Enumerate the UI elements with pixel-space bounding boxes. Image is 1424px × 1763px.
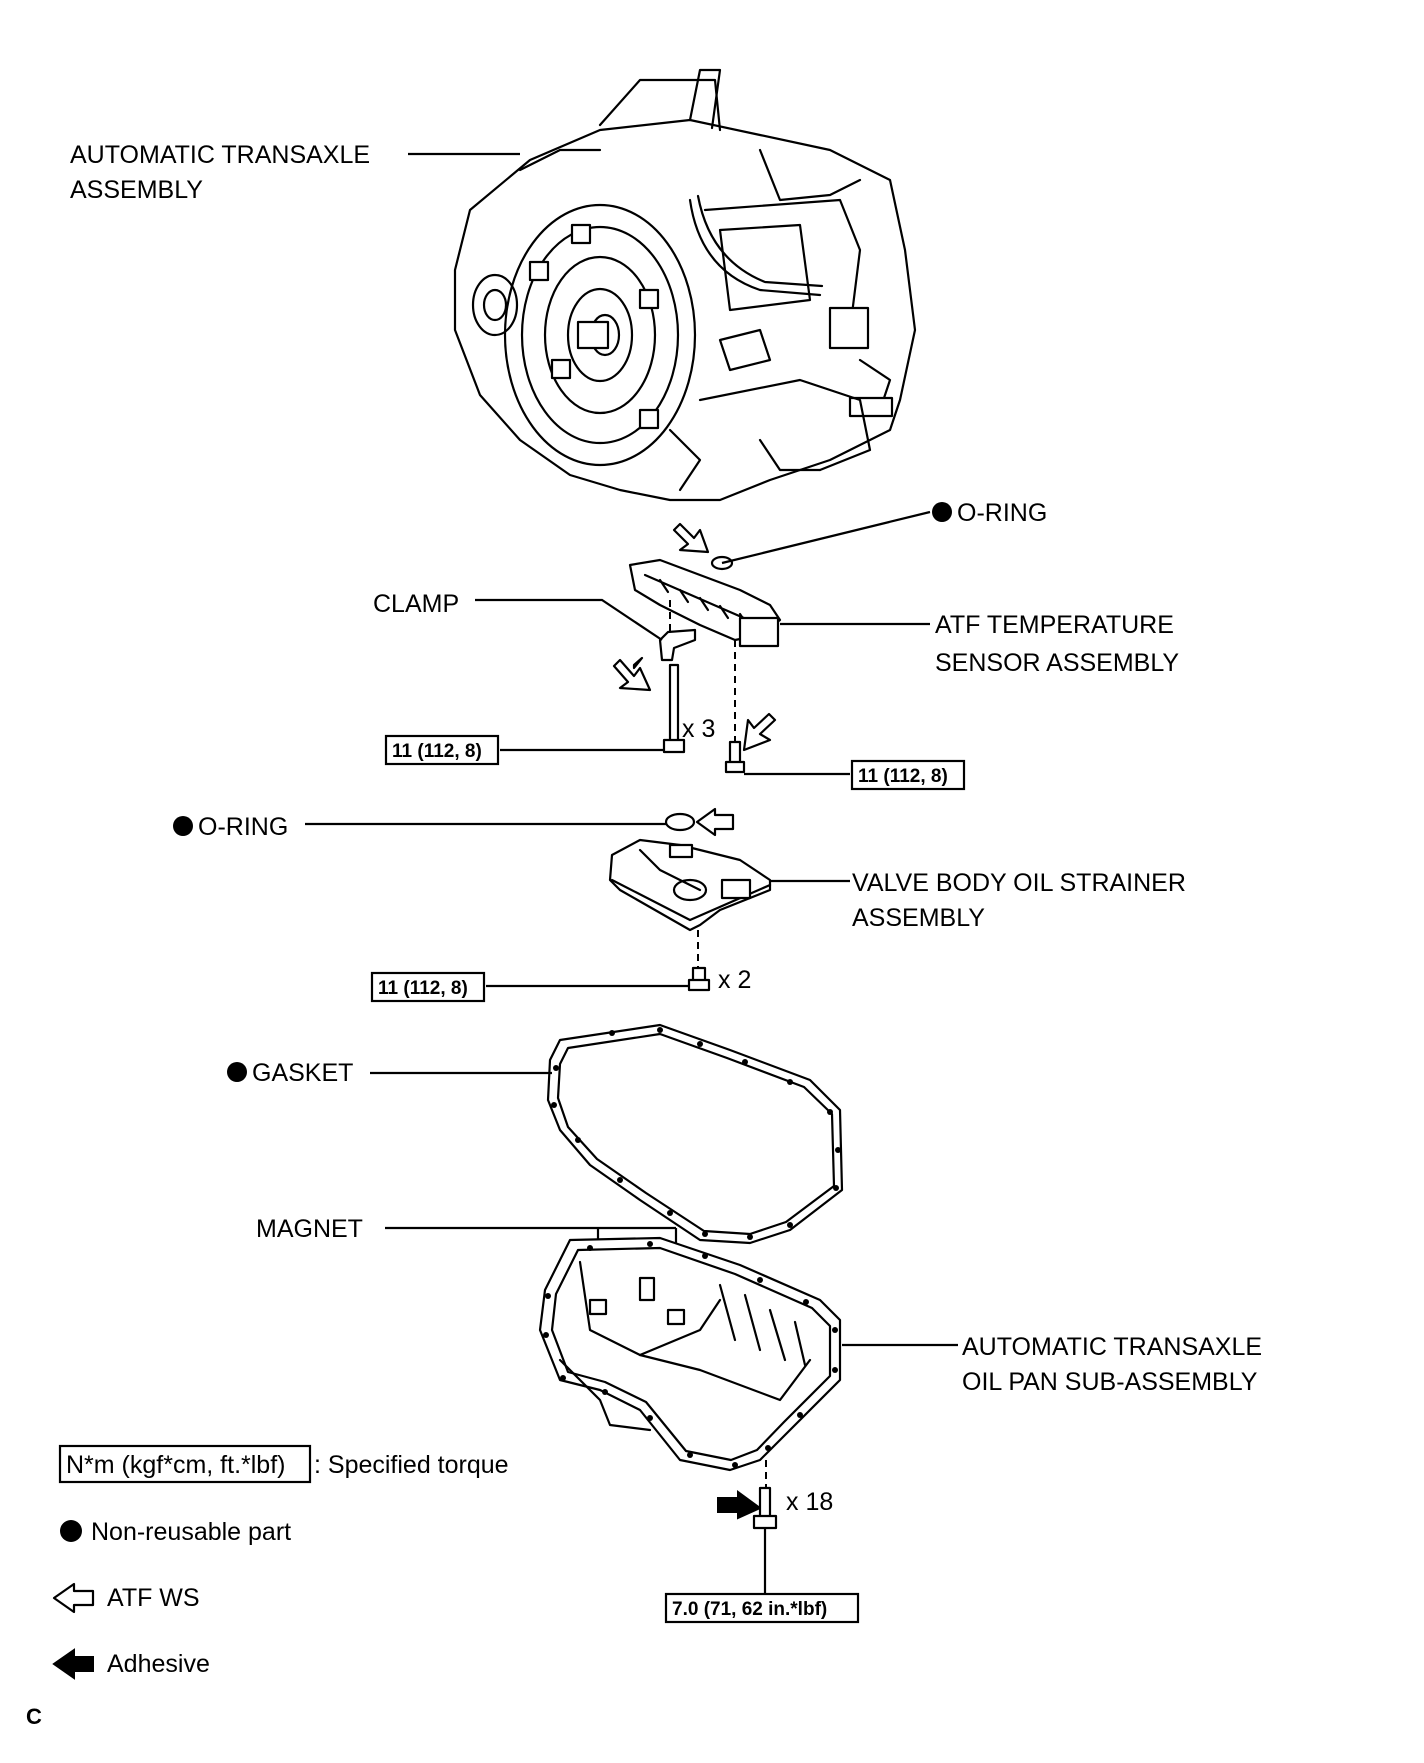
atf-sensor-label-1: ATF TEMPERATURE: [935, 611, 1174, 639]
transaxle-label-2: ASSEMBLY: [70, 176, 203, 204]
atf-ws-icon: [52, 1582, 95, 1614]
non-reusable-icon: [60, 1520, 82, 1542]
qty-x18: x 18: [786, 1488, 833, 1516]
atf-ws-arrow-icon: [612, 658, 652, 692]
torque-sensor-bolt-left: 11 (112, 8): [392, 741, 482, 762]
legend: N*m (kgf*cm, ft.*lbf) : Specified torque…: [52, 1444, 509, 1680]
torque-sensor-bolt-right: 11 (112, 8): [858, 766, 948, 787]
torque-strainer-bolt: 11 (112, 8): [378, 978, 468, 999]
strainer-label-2: ASSEMBLY: [852, 904, 985, 932]
magnet-label: MAGNET: [256, 1215, 363, 1243]
gasket-label: GASKET: [252, 1059, 353, 1087]
o-ring-mid-label: O-RING: [198, 813, 288, 841]
legend-atf-ws: ATF WS: [107, 1584, 200, 1612]
atf-ws-arrow-icon: [695, 807, 735, 837]
adhesive-icon: [52, 1648, 94, 1680]
qty-x3: x 3: [682, 715, 715, 743]
strainer-bolt-x2: x 2 11 (112, 8): [370, 966, 751, 1003]
oil-pan-label-1: AUTOMATIC TRANSAXLE: [962, 1333, 1262, 1361]
o-ring-mid: O-RING: [173, 807, 735, 841]
corner-code: C: [26, 1704, 42, 1729]
legend-torque-unit: N*m (kgf*cm, ft.*lbf): [66, 1451, 285, 1479]
legend-non-reusable: Non-reusable part: [91, 1518, 291, 1546]
sensor-bolt-x3: x 3 11 (112, 8): [384, 656, 715, 766]
transaxle-label-1: AUTOMATIC TRANSAXLE: [70, 141, 370, 169]
qty-x2: x 2: [718, 966, 751, 994]
o-ring-top-label: O-RING: [957, 499, 1047, 527]
atf-temperature-sensor-assembly: ATF TEMPERATURE SENSOR ASSEMBLY: [628, 558, 1179, 770]
atf-ws-arrow-icon: [742, 712, 777, 752]
strainer-label-1: VALVE BODY OIL STRAINER: [852, 869, 1186, 897]
oil-pan-bolt-x18: x 18 7.0 (71, 62 in.*lbf): [664, 1486, 860, 1624]
transaxle-callout: AUTOMATIC TRANSAXLE ASSEMBLY: [70, 141, 520, 204]
clamp: CLAMP: [373, 590, 697, 662]
o-ring-top: O-RING: [672, 499, 1047, 571]
valve-body-oil-strainer-assembly: VALVE BODY OIL STRAINER ASSEMBLY: [608, 838, 1186, 970]
sensor-bolt-right: 11 (112, 8): [724, 712, 966, 791]
non-reusable-icon: [173, 816, 193, 836]
automatic-transaxle-assembly: [453, 68, 917, 502]
torque-oil-pan-bolt: 7.0 (71, 62 in.*lbf): [672, 1599, 827, 1620]
legend-adhesive: Adhesive: [107, 1650, 210, 1678]
atf-sensor-label-2: SENSOR ASSEMBLY: [935, 649, 1179, 677]
legend-torque-desc: : Specified torque: [314, 1451, 509, 1479]
oil-pan-label-2: OIL PAN SUB-ASSEMBLY: [962, 1368, 1258, 1396]
gasket: GASKET: [227, 1023, 844, 1245]
atf-ws-arrow-icon: [672, 522, 710, 554]
adhesive-arrow-icon: [717, 1490, 762, 1520]
non-reusable-icon: [227, 1062, 247, 1082]
non-reusable-icon: [932, 502, 952, 522]
clamp-label: CLAMP: [373, 590, 459, 618]
automatic-transaxle-oil-pan-sub-assembly: AUTOMATIC TRANSAXLE OIL PAN SUB-ASSEMBLY: [538, 1236, 1262, 1505]
